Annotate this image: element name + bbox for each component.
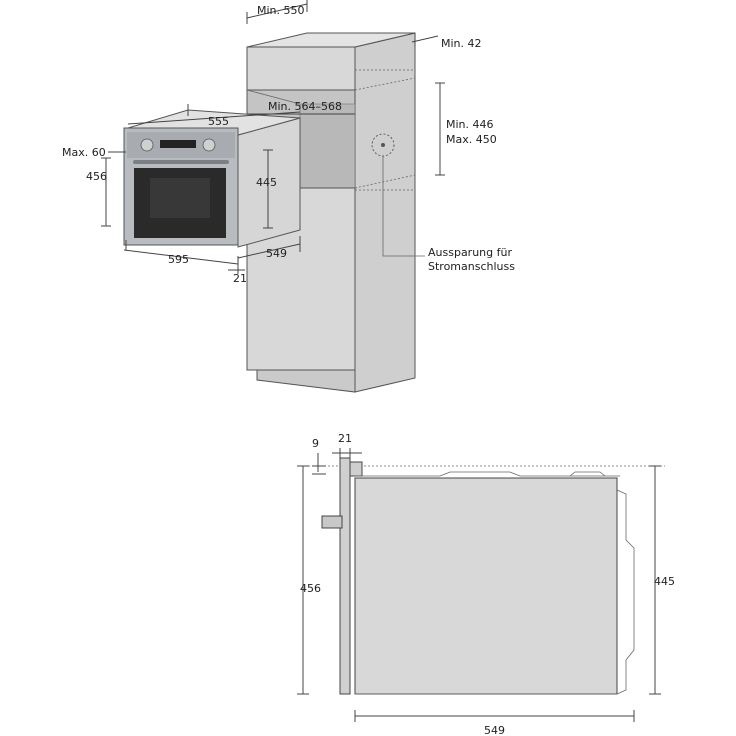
oven-display xyxy=(160,140,196,148)
dim-top-gap: Min. 42 xyxy=(441,37,482,50)
oven-iso xyxy=(123,109,301,248)
dim-cabinet-width: Min. 550 xyxy=(257,4,305,17)
dim-front-height: 456 xyxy=(86,170,107,183)
side-dim-depth: 549 xyxy=(484,724,505,736)
dim-oven-depth-top: 555 xyxy=(208,115,229,128)
side-dim-9: 9 xyxy=(312,437,319,450)
cabinet-plinth xyxy=(256,369,356,393)
top-dimensions: Min. 550 Min. 42 Min. 564–568 Min. 446 M… xyxy=(62,0,515,285)
dim-niche-height-max: Max. 450 xyxy=(446,133,497,146)
socket-label-line1: Aussparung für xyxy=(428,246,512,259)
dim-body-height: 445 xyxy=(256,176,277,189)
dim-front-width: 595 xyxy=(168,253,189,266)
dim-bezel-depth: 21 xyxy=(233,272,247,285)
dim-front-overhang: Max. 60 xyxy=(62,146,106,159)
side-dim-21: 21 xyxy=(338,432,352,445)
side-oven-body xyxy=(354,477,618,695)
oven-side-view: 9 21 456 445 549 xyxy=(297,432,675,736)
side-dim-body-height: 445 xyxy=(654,575,675,588)
side-dim-front-height: 456 xyxy=(300,582,321,595)
socket-label-line2: Stromanschluss xyxy=(428,260,515,273)
cabinet-top-block xyxy=(246,46,356,91)
oven-handle xyxy=(133,160,229,164)
side-handle xyxy=(321,515,343,529)
dim-niche-height-min: Min. 446 xyxy=(446,118,494,131)
oven-knob-left-icon xyxy=(140,138,154,152)
oven-knob-right-icon xyxy=(202,138,216,152)
dim-niche-width: Min. 564–568 xyxy=(268,100,342,113)
niche-inner-back xyxy=(299,103,356,189)
dim-body-depth: 549 xyxy=(266,247,287,260)
side-front-panel xyxy=(339,457,351,695)
cabinet-side-face xyxy=(354,32,416,393)
